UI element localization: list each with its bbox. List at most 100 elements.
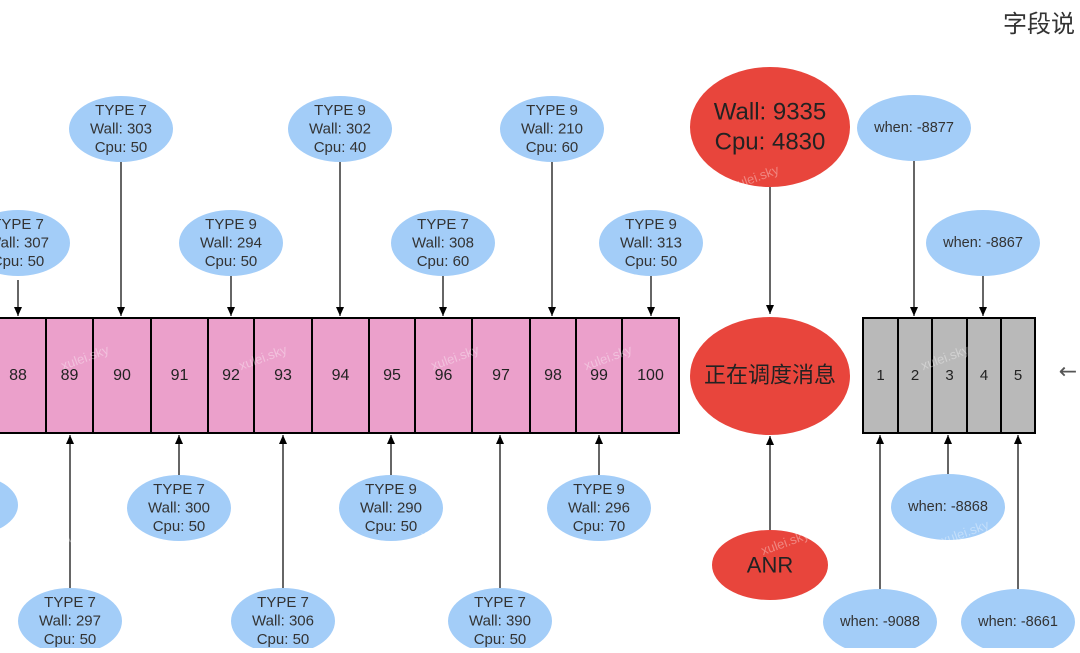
message-bubble-top-line: Cpu: 60 xyxy=(417,253,470,270)
queue-cell: 89 xyxy=(45,317,94,434)
queue-cell-label: 89 xyxy=(61,367,79,384)
pending-when-shape xyxy=(891,474,1005,540)
queue-cell: 91 xyxy=(150,317,209,434)
message-bubble-bottom-line: Wall: 290 xyxy=(360,500,422,517)
message-bubble-top-line: Wall: 313 xyxy=(620,235,682,252)
current-stats-bubble-shape xyxy=(690,67,850,187)
message-bubble-top-line: Cpu: 60 xyxy=(526,139,579,156)
queue-cell: 97 xyxy=(471,317,531,434)
pending-cell-box xyxy=(1000,317,1036,434)
pending-when-label: when: -9088 xyxy=(839,614,920,630)
pending-cell: 3 xyxy=(931,317,968,434)
pending-cell-box xyxy=(966,317,1002,434)
message-bubble-top-line: Cpu: 50 xyxy=(0,253,44,270)
pending-when-bubble-line: when: -8867 xyxy=(942,235,1023,251)
message-bubble-bottom-line: TYPE 9 xyxy=(573,481,625,498)
connector-lines xyxy=(14,158,1022,590)
message-bubble-top-line: Wall: 308 xyxy=(412,235,474,252)
queue-cell-box xyxy=(471,317,531,434)
message-bubble-top-shape xyxy=(391,210,495,276)
queue-cell-box xyxy=(207,317,255,434)
corner-title: 字段说 xyxy=(1003,10,1075,38)
message-bubble-bottom-line: Cpu: 50 xyxy=(44,631,97,648)
message-bubble-top-line: Cpu: 50 xyxy=(625,253,678,270)
pending-when-bubble-shape xyxy=(857,95,971,161)
incoming-arrow-icon: ← xyxy=(1059,360,1077,385)
queue-cell-label: 95 xyxy=(383,367,401,384)
message-bubble-bottom-line: TYPE 7 xyxy=(257,594,309,611)
message-bubble-bottom-line: TYPE 7 xyxy=(153,481,205,498)
queue-cell: 100 xyxy=(621,317,680,434)
queue-cell-box xyxy=(575,317,623,434)
message-bubble-top-shape xyxy=(69,96,173,162)
message-bubble-top-line: TYPE 7 xyxy=(95,102,147,119)
pending-cell-label: 4 xyxy=(980,367,988,384)
queue-cell: 93 xyxy=(253,317,313,434)
current-message-bubble: 正在调度消息 xyxy=(690,317,850,435)
message-bubble-top-shape xyxy=(179,210,283,276)
message-bubble-bottom-shape xyxy=(127,475,231,541)
pending-when-bubble-line: when: -8877 xyxy=(873,120,954,136)
message-bubble-top-line: Wall: 294 xyxy=(200,235,262,252)
message-bubble-top-line: TYPE 9 xyxy=(205,216,257,233)
anr-label: ANR xyxy=(747,553,793,578)
message-bubble-bottom-shape xyxy=(231,588,335,653)
pending-cell: 2 xyxy=(897,317,933,434)
queue-cell: 95 xyxy=(368,317,416,434)
current-message-shape xyxy=(690,317,850,435)
queue-cell-label: 91 xyxy=(171,367,189,384)
message-bubble-top-line: Cpu: 50 xyxy=(205,253,258,270)
pending-cell-label: 5 xyxy=(1014,367,1022,384)
message-bubble-bottom-line: Cpu: 50 xyxy=(153,518,206,535)
message-bubble-top-shape xyxy=(0,210,70,276)
queue-cell-label: 96 xyxy=(435,367,453,384)
message-bubble-bottom-shape xyxy=(339,475,443,541)
queue-cell: 90 xyxy=(92,317,152,434)
queue-cell: 88 xyxy=(0,317,47,434)
queue-cell-box xyxy=(45,317,94,434)
message-bubble-bottom-shape xyxy=(18,588,122,653)
pending-when-bubble: when: -8661 xyxy=(961,589,1075,653)
message-bubble-bottom-line: Cpu: 50 xyxy=(474,631,527,648)
message-bubble-top-line: TYPE 9 xyxy=(526,102,578,119)
message-bubble-top-line: Wall: 303 xyxy=(90,121,152,138)
queue-cell-box xyxy=(621,317,680,434)
current-message-label: 正在调度消息 xyxy=(704,364,836,389)
queue-cell-box xyxy=(92,317,152,434)
message-bubble-bottom-line: TYPE 9 xyxy=(365,481,417,498)
pending-when-label: when: -8661 xyxy=(977,614,1058,630)
queue-cell: 98 xyxy=(529,317,577,434)
message-bubble-top-line: TYPE 9 xyxy=(625,216,677,233)
queue-cell: 92 xyxy=(207,317,255,434)
pending-cell-label: 1 xyxy=(876,367,884,384)
pending-when-bubble: when: -8867 xyxy=(926,210,1040,276)
queue-cell-label: 90 xyxy=(113,367,131,384)
message-bubble-top-shape xyxy=(288,96,392,162)
queue-cell-label: 93 xyxy=(274,367,292,384)
pending-cell: 1 xyxy=(862,317,899,434)
pending-when-bubble: when: -9088 xyxy=(823,589,937,653)
message-bubble-bottom-line: Wall: 306 xyxy=(252,613,314,630)
queue-cell-label: 99 xyxy=(590,367,608,384)
message-bubble-bottom-line: TYPE 7 xyxy=(44,594,96,611)
queue-cell-box xyxy=(311,317,370,434)
pending-when-shape xyxy=(961,589,1075,653)
message-bubble-top-shape xyxy=(500,96,604,162)
message-bubble-top-shape xyxy=(599,210,703,276)
queue-cell-box xyxy=(414,317,473,434)
pending-cell-box xyxy=(931,317,968,434)
pending-cell-label: 3 xyxy=(945,367,953,384)
anr-bubble: ANR xyxy=(712,530,828,600)
pending-when-bubble: when: -8877 xyxy=(857,95,971,161)
